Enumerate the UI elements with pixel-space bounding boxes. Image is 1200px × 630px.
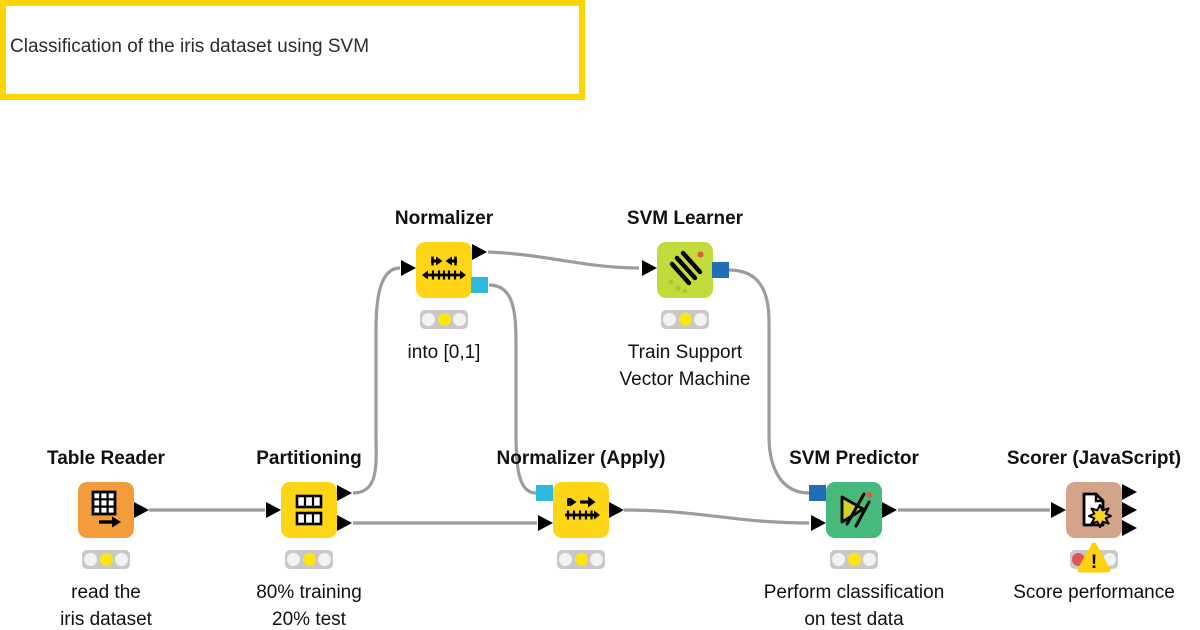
node-title: Normalizer (Apply) <box>496 448 666 469</box>
input-port-data[interactable] <box>642 260 657 276</box>
predictor-flag-icon <box>840 492 873 528</box>
node-title: Table Reader <box>47 448 165 469</box>
normalize-apply-axis-icon <box>565 496 600 520</box>
traffic-light <box>82 550 130 569</box>
wire-normalizer-to-svm-learner[interactable] <box>487 250 640 270</box>
svm-predictor-icon[interactable] <box>809 482 897 538</box>
traffic-red-off <box>559 553 572 566</box>
annotation-text: Classification of the iris dataset using… <box>10 36 370 57</box>
table-arrow-icon <box>91 490 121 528</box>
node-description: Score performance <box>1013 582 1175 603</box>
scorer-icon[interactable] <box>1051 482 1137 538</box>
traffic-yellow-on <box>847 553 861 566</box>
traffic-yellow-on <box>437 313 451 326</box>
node-svm-learner[interactable]: SVM Learner Train Support Vector Machine <box>620 208 751 390</box>
node-title: SVM Learner <box>626 208 744 229</box>
traffic-red-off <box>84 553 97 566</box>
output-port-data[interactable] <box>134 502 149 518</box>
traffic-light <box>285 550 333 569</box>
node-table-reader[interactable]: Table Reader read the iris dataset <box>47 448 165 630</box>
wire-svm-learner-to-predictor[interactable] <box>728 268 810 495</box>
output-port-1[interactable] <box>1122 484 1137 500</box>
traffic-red-off <box>422 313 435 326</box>
svm-learner-icon[interactable] <box>642 242 729 298</box>
node-normalizer-apply[interactable]: Normalizer (Apply) <box>497 448 665 569</box>
traffic-red-off <box>287 553 300 566</box>
traffic-light <box>830 550 878 569</box>
traffic-light <box>661 310 709 329</box>
output-port-data[interactable] <box>472 244 487 260</box>
output-port-2[interactable] <box>1122 502 1137 518</box>
node-partitioning[interactable]: Partitioning 80% training 20% test <box>256 448 362 630</box>
input-port-data[interactable] <box>811 515 826 531</box>
output-port-model[interactable] <box>471 277 488 293</box>
input-port-model[interactable] <box>536 485 553 501</box>
traffic-light <box>420 310 468 329</box>
input-port-data[interactable] <box>538 515 553 531</box>
warning-icon: ! <box>1077 542 1111 579</box>
normalizer-apply-icon[interactable] <box>536 482 624 538</box>
partitioning-icon[interactable] <box>266 482 352 538</box>
node-title: Scorer (JavaScript) <box>1006 448 1182 469</box>
output-port-data[interactable] <box>882 502 897 518</box>
node-description: into [0,1] <box>407 342 481 363</box>
input-port-data[interactable] <box>401 260 416 276</box>
node-description: read the iris dataset <box>60 582 152 630</box>
node-description: Train Support Vector Machine <box>619 342 751 390</box>
traffic-green-off <box>590 553 603 566</box>
traffic-yellow-on <box>302 553 316 566</box>
input-port-data[interactable] <box>266 502 281 518</box>
normalizer-icon[interactable] <box>401 242 488 298</box>
node-title: Normalizer <box>394 208 494 229</box>
output-port-train[interactable] <box>337 485 352 501</box>
traffic-green-off <box>863 553 876 566</box>
traffic-green-off <box>318 553 331 566</box>
node-title: Partitioning <box>256 448 362 469</box>
document-star-icon <box>1082 492 1112 528</box>
traffic-red-off <box>663 313 676 326</box>
traffic-yellow-on <box>99 553 113 566</box>
output-port-data[interactable] <box>609 502 624 518</box>
normalize-axis-icon <box>422 256 466 280</box>
traffic-green-off <box>115 553 128 566</box>
traffic-red-off <box>832 553 845 566</box>
workflow-annotation[interactable]: Classification of the iris dataset using… <box>0 0 585 100</box>
input-port-model[interactable] <box>809 485 826 501</box>
output-port-3[interactable] <box>1122 520 1137 536</box>
input-port-data[interactable] <box>1051 502 1066 518</box>
wire-normalizer-model-to-apply[interactable] <box>488 283 537 495</box>
node-description: 80% training 20% test <box>256 582 362 630</box>
node-svm-predictor[interactable]: SVM Predictor Perform classification on … <box>764 448 945 630</box>
traffic-light <box>557 550 605 569</box>
node-title: SVM Predictor <box>789 448 919 469</box>
svm-hyperplane-icon <box>668 250 704 294</box>
traffic-yellow-on <box>574 553 588 566</box>
output-port-test[interactable] <box>337 515 352 531</box>
output-port-model[interactable] <box>712 262 729 278</box>
svg-text:!: ! <box>1091 552 1097 573</box>
traffic-green-off <box>694 313 707 326</box>
node-normalizer[interactable]: Normalizer <box>395 208 493 363</box>
partition-rows-icon <box>295 494 323 526</box>
wire-normalizer-apply-to-predictor[interactable] <box>623 508 810 525</box>
wire-partitioning-to-normalizer[interactable] <box>352 266 401 495</box>
table-reader-icon[interactable] <box>78 482 149 538</box>
node-description: Perform classification on test data <box>763 582 945 630</box>
traffic-yellow-on <box>678 313 692 326</box>
traffic-green-off <box>453 313 466 326</box>
node-scorer[interactable]: Scorer (JavaScript) ! Score performance <box>1007 448 1181 603</box>
